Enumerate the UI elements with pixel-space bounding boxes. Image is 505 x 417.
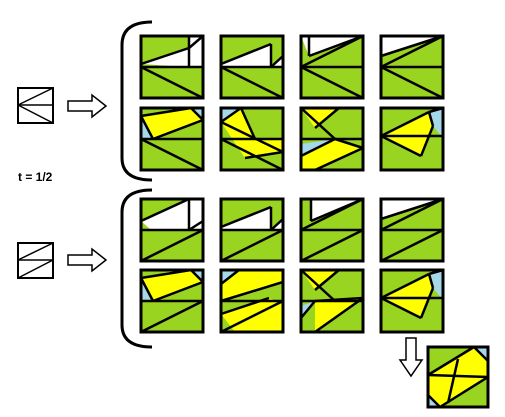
top-tile-6 <box>219 106 285 172</box>
bottom-tile-7 <box>299 268 365 334</box>
right-arrow-icon <box>67 247 108 273</box>
bottom-tile-2 <box>219 197 285 263</box>
down-arrow-icon <box>398 337 424 378</box>
top-tile-1 <box>139 34 205 100</box>
right-arrow-icon <box>67 93 108 119</box>
top-tile-7 <box>299 106 365 172</box>
bottom-tile-4 <box>379 197 445 263</box>
curly-brace-icon <box>120 188 153 349</box>
bottom-tile-6 <box>219 268 285 334</box>
top-tile-4 <box>379 34 445 100</box>
top-tile-5 <box>139 106 205 172</box>
bottom-tile-8 <box>379 268 445 334</box>
parameter-label: t = 1/2 <box>18 170 53 184</box>
source-square-icon <box>17 242 54 279</box>
curly-brace-icon <box>120 20 153 182</box>
bottom-tile-1 <box>139 197 205 263</box>
bottom-tile-5 <box>139 268 205 334</box>
top-tile-8 <box>379 106 445 172</box>
top-tile-2 <box>219 34 285 100</box>
result-tile <box>426 345 490 409</box>
bottom-tile-3 <box>299 197 365 263</box>
source-square-icon <box>17 87 54 124</box>
top-tile-3 <box>299 34 365 100</box>
